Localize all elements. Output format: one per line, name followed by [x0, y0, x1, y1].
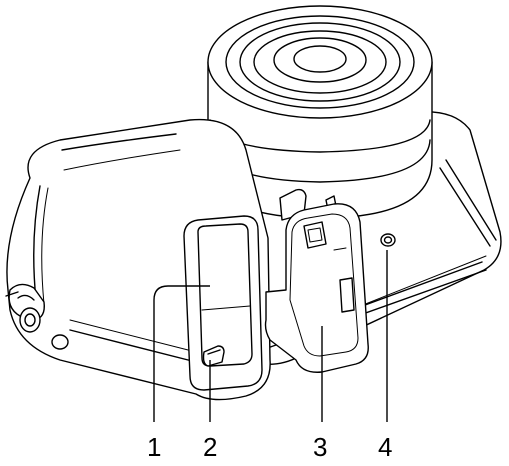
battery-compartment [183, 215, 263, 391]
battery-cover [264, 203, 369, 373]
callout-label-4: 4 [378, 432, 392, 462]
callout-label-2: 2 [203, 432, 217, 462]
strap-lug [5, 283, 45, 333]
tripod-socket [380, 233, 396, 247]
callout-label-1: 1 [147, 432, 161, 462]
callout-lines [153, 250, 388, 422]
lens [207, 5, 433, 219]
callout-label-3: 3 [313, 432, 327, 462]
lock-lever [202, 345, 225, 367]
callout-line-1 [153, 285, 210, 422]
callout-labels: 1 2 3 4 [147, 432, 392, 462]
